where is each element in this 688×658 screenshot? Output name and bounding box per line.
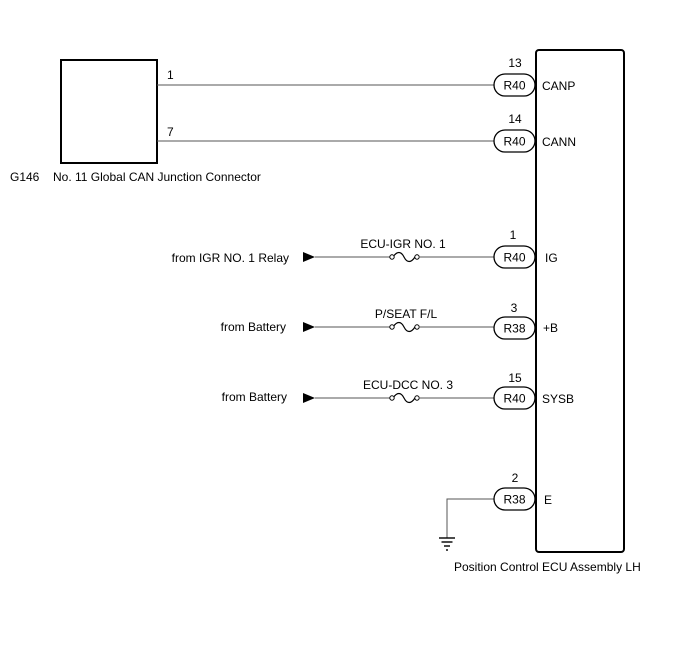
source-pin-label: 1 bbox=[167, 68, 174, 82]
connector-code: R38 bbox=[503, 322, 525, 336]
ground-icon bbox=[439, 537, 455, 551]
arrow-icon bbox=[303, 393, 315, 403]
connector-pill bbox=[493, 129, 536, 153]
signal-name: SYSB bbox=[542, 392, 574, 406]
pin-number: 3 bbox=[511, 301, 518, 315]
connector-pill bbox=[493, 487, 536, 511]
signal-name: +B bbox=[543, 321, 558, 335]
circuit-canp: 1 13 R40 CANP bbox=[157, 56, 575, 97]
fuse-label: ECU-DCC NO. 3 bbox=[363, 378, 453, 392]
fuse-icon bbox=[389, 392, 420, 404]
signal-name: CANP bbox=[542, 79, 575, 93]
connector-code: R40 bbox=[503, 135, 525, 149]
pin-number: 1 bbox=[510, 228, 517, 242]
junction-connector-name: No. 11 Global CAN Junction Connector bbox=[53, 170, 261, 184]
connector-code: R38 bbox=[503, 493, 525, 507]
arrow-icon bbox=[303, 322, 315, 332]
source-label: from Battery bbox=[221, 320, 286, 334]
fuse-label: P/SEAT F/L bbox=[375, 307, 438, 321]
connector-pill bbox=[493, 386, 536, 410]
signal-name: E bbox=[544, 493, 552, 507]
fuse-icon bbox=[389, 251, 420, 263]
pin-number: 2 bbox=[512, 471, 519, 485]
connector-code: R40 bbox=[503, 79, 525, 93]
connector-pill bbox=[493, 73, 536, 97]
pin-number: 15 bbox=[508, 371, 522, 385]
connector-code: R40 bbox=[503, 251, 525, 265]
junction-connector-box bbox=[60, 59, 158, 164]
junction-connector-code: G146 bbox=[10, 170, 40, 184]
signal-name: IG bbox=[545, 251, 558, 265]
fuse-icon bbox=[389, 321, 420, 333]
source-label: from IGR NO. 1 Relay bbox=[172, 251, 289, 265]
ground-wire bbox=[446, 498, 494, 538]
source-pin-label: 7 bbox=[167, 125, 174, 139]
pin-number: 13 bbox=[508, 56, 522, 70]
circuit-sysb: from Battery ECU-DCC NO. 3 15 R40 SYSB bbox=[222, 371, 574, 410]
connector-pill bbox=[493, 316, 536, 340]
connector-code: R40 bbox=[503, 392, 525, 406]
circuit-ig: from IGR NO. 1 Relay ECU-IGR NO. 1 1 R40… bbox=[172, 228, 558, 269]
signal-name: CANN bbox=[542, 135, 576, 149]
connector-pill bbox=[493, 245, 536, 269]
ecu-box bbox=[535, 49, 625, 553]
arrow-icon bbox=[303, 252, 315, 262]
fuse-label: ECU-IGR NO. 1 bbox=[360, 237, 446, 251]
circuit-ground: 2 R38 E bbox=[439, 471, 552, 551]
pin-number: 14 bbox=[508, 112, 522, 126]
circuit-cann: 7 14 R40 CANN bbox=[157, 112, 576, 153]
circuit-plus-b: from Battery P/SEAT F/L 3 R38 +B bbox=[221, 301, 558, 340]
source-label: from Battery bbox=[222, 390, 287, 404]
ecu-name: Position Control ECU Assembly LH bbox=[454, 560, 641, 574]
